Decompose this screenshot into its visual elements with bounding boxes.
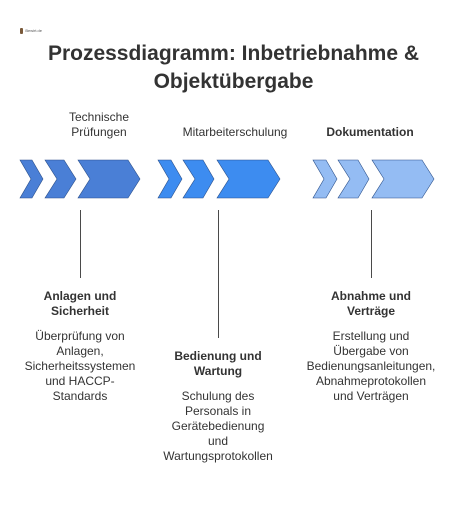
detail-title-anlagen-und-sicherheit: Anlagen und Sicherheit [20,289,140,319]
stage-2-chevron-small-1 [157,159,183,199]
detail-description-line: Anlagen, [56,344,104,358]
stage-label-line: Dokumentation [326,125,414,139]
connector-line-2 [218,210,219,338]
brand-logo-text: Bewirt.de [25,27,42,33]
page-title-line-1: Prozessdiagramm: Inbetriebnahme & [47,42,420,65]
detail-title-line: Verträge [346,304,396,318]
detail-title-line: Abnahme und [331,289,411,303]
detail-title-bedienung-und-wartung: Bedienung und Wartung [158,349,278,379]
stage-1-chevron-large [77,159,141,199]
detail-description-2: Schulung des Personals in Gerätebedienun… [148,389,288,464]
stage-label-line: Prüfungen [71,125,127,139]
stage-3-chevron-small-1 [312,159,338,199]
detail-title-line: Sicherheit [50,304,110,318]
detail-title-line: Anlagen und [43,289,117,303]
stage-2-chevron-small-2 [182,159,215,199]
detail-description-line: und HACCP- [45,374,115,388]
detail-title-line: Wartung [193,364,243,378]
detail-title-abnahme-und-vertraege: Abnahme und Verträge [311,289,431,319]
detail-description-line: Abnahmeprotokollen [315,374,427,388]
detail-description-3: Erstellung und Übergabe von Bedienungsan… [296,329,446,404]
stage-1-chevron-small-2 [44,159,77,199]
stage-3-chevron-large [371,159,435,199]
page-title-line-2: Objektübergabe [153,70,314,93]
detail-description-line: und [207,434,229,448]
page-title: Prozessdiagramm: Inbetriebnahme & Objekt… [0,40,467,96]
stage-label-mitarbeiterschulung: Mitarbeiterschulung [160,125,310,140]
stage-label-line: Technische [68,110,130,124]
stage-2-chevron-large [216,159,281,199]
detail-description-line: Erstellung und [332,329,410,343]
detail-description-line: Wartungsprotokollen [163,449,273,463]
detail-description-line: Personals in [184,404,252,418]
detail-description-1: Überprüfung von Anlagen, Sicherheitssyst… [15,329,145,404]
detail-description-line: Übergabe von [333,344,409,358]
brand-logo-icon [20,27,24,34]
detail-description-line: Bedienungsanleitungen, [306,359,436,373]
connector-line-1 [80,210,81,278]
detail-description-line: und Verträgen [333,389,409,403]
brand-logo: Bewirt.de [20,26,42,35]
detail-description-line: Überprüfung von [35,329,125,343]
stage-label-dokumentation: Dokumentation [310,125,430,140]
detail-description-line: Gerätebedienung [171,419,265,433]
detail-description-line: Sicherheitssystemen [24,359,136,373]
connector-line-3 [371,210,372,278]
detail-title-line: Bedienung und [174,349,262,363]
stage-3-chevron-small-2 [337,159,370,199]
detail-description-line: Schulung des [181,389,255,403]
stage-label-line: Mitarbeiterschulung [182,125,288,139]
stage-1-chevron-small-1 [19,159,44,199]
detail-description-line: Standards [52,389,108,403]
stage-label-technische-pruefungen: Technische Prüfungen [44,110,154,140]
